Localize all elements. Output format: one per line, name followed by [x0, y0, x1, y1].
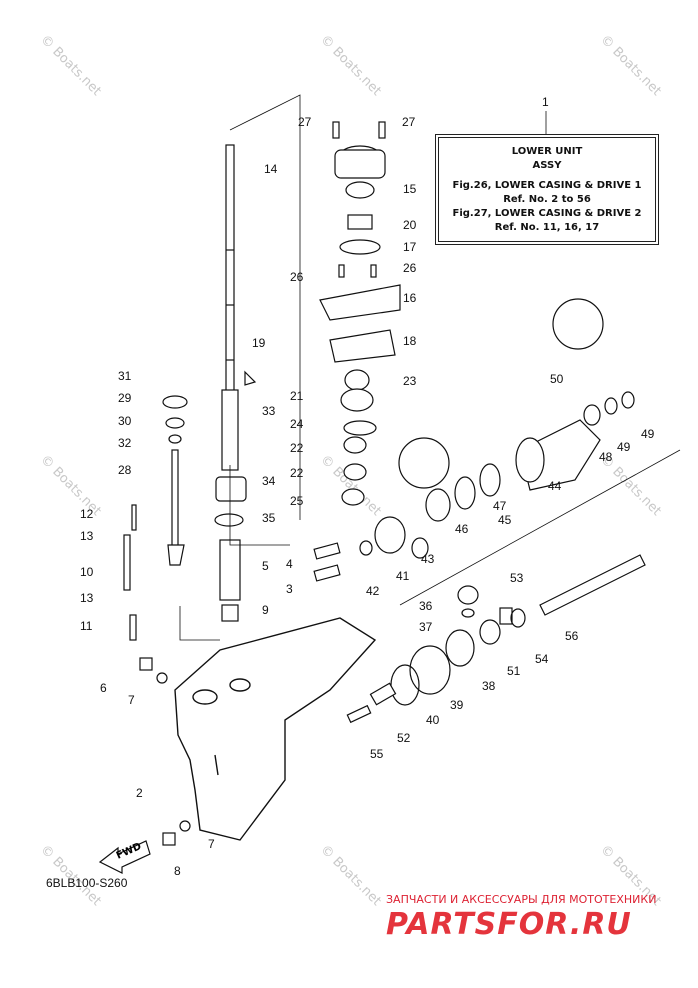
callout-19: 19 — [252, 336, 266, 350]
callout-14: 14 — [264, 162, 278, 176]
leader-lines — [179, 94, 681, 641]
callout-50: 50 — [550, 372, 564, 386]
brand-tagline: ЗАПЧАСТИ И АКСЕССУАРЫ ДЛЯ МОТОТЕХНИКИ — [386, 893, 657, 906]
callout-40: 40 — [426, 713, 440, 727]
legend-title: LOWER UNIT — [511, 146, 583, 157]
callout-21: 21 — [290, 389, 304, 403]
callout-28: 28 — [118, 463, 132, 477]
callout-35: 35 — [262, 511, 276, 525]
callout-29: 29 — [118, 391, 132, 405]
lower-casing — [174, 617, 377, 841]
callout-49: 49 — [617, 440, 631, 454]
callout-9: 9 — [262, 603, 269, 617]
callout-11: 11 — [80, 619, 93, 633]
watermark-text: © Boats.net — [37, 32, 104, 99]
callout-26: 26 — [403, 261, 417, 275]
callout-6: 6 — [100, 681, 107, 695]
callout-51: 51 — [507, 664, 521, 678]
callout-23: 23 — [403, 374, 417, 388]
callout-17: 17 — [403, 240, 417, 254]
shift-rod-parts — [123, 395, 188, 641]
callout-41: 41 — [396, 569, 410, 583]
callout-33: 33 — [262, 404, 276, 418]
fwd-arrow-icon — [98, 840, 151, 874]
callout-45: 45 — [498, 513, 512, 527]
callout-5: 5 — [262, 559, 269, 573]
callout-24: 24 — [290, 417, 304, 431]
callout-37: 37 — [419, 620, 433, 634]
drive-sleeve-parts — [214, 476, 341, 622]
legend-line: Fig.27, LOWER CASING & DRIVE 2 — [452, 208, 642, 219]
callout-38: 38 — [482, 679, 496, 693]
legend-line: Ref. No. 2 to 56 — [503, 194, 591, 205]
legend-line: Fig.26, LOWER CASING & DRIVE 1 — [452, 180, 642, 191]
callout-7: 7 — [128, 693, 135, 707]
callout-49: 49 — [641, 427, 655, 441]
detail-insets — [398, 298, 604, 489]
callout-54: 54 — [535, 652, 549, 666]
callout-4: 4 — [286, 557, 293, 571]
legend-line: Ref. No. 11, 16, 17 — [494, 222, 600, 233]
callout-36: 36 — [419, 599, 433, 613]
water-pump-parts — [319, 145, 401, 506]
callout-22: 22 — [290, 466, 304, 480]
callout-32: 32 — [118, 436, 132, 450]
callout-48: 48 — [599, 450, 613, 464]
callout-27: 27 — [298, 115, 312, 129]
callout-55: 55 — [370, 747, 384, 761]
callout-39: 39 — [450, 698, 464, 712]
callout-22: 22 — [290, 441, 304, 455]
callout-15: 15 — [403, 182, 417, 196]
callout-43: 43 — [421, 552, 435, 566]
callout-42: 42 — [366, 584, 380, 598]
callout-25: 25 — [290, 494, 304, 508]
watermark-text: © Boats.net — [317, 842, 384, 909]
callout-34: 34 — [262, 474, 276, 488]
drive-shaft — [221, 144, 239, 471]
callout-10: 10 — [80, 565, 94, 579]
callout-30: 30 — [118, 414, 132, 428]
watermark-text: © Boats.net — [37, 452, 104, 519]
callout-2: 2 — [136, 786, 143, 800]
callout-52: 52 — [397, 731, 411, 745]
callout-1: 1 — [542, 95, 549, 109]
callout-53: 53 — [510, 571, 524, 585]
callout-56: 56 — [565, 629, 579, 643]
callout-18: 18 — [403, 334, 417, 348]
callout-7: 7 — [208, 837, 215, 851]
callout-16: 16 — [403, 291, 417, 305]
fasteners — [139, 121, 386, 846]
lower-unit-legend: LOWER UNIT ASSY Fig.26, LOWER CASING & D… — [438, 137, 656, 242]
callout-46: 46 — [455, 522, 469, 536]
callout-13: 13 — [80, 591, 94, 605]
callout-44: 44 — [548, 479, 562, 493]
legend-subtitle: ASSY — [532, 160, 562, 171]
figure-code: 6BLB100-S260 — [46, 876, 128, 890]
callout-12: 12 — [80, 507, 94, 521]
watermark-text: © Boats.net — [317, 32, 384, 99]
propeller-shaft-assembly — [346, 391, 646, 724]
callout-3: 3 — [286, 582, 293, 596]
callout-27: 27 — [402, 115, 416, 129]
callout-47: 47 — [493, 499, 507, 513]
callout-26: 26 — [290, 270, 304, 284]
callout-31: 31 — [118, 369, 132, 383]
watermark-text: © Boats.net — [597, 32, 664, 99]
brand-logo: PARTSFOR.RU — [386, 907, 632, 942]
watermark-text: © Boats.net — [317, 452, 384, 519]
callout-20: 20 — [403, 218, 417, 232]
callout-13: 13 — [80, 529, 94, 543]
callout-8: 8 — [174, 864, 181, 878]
